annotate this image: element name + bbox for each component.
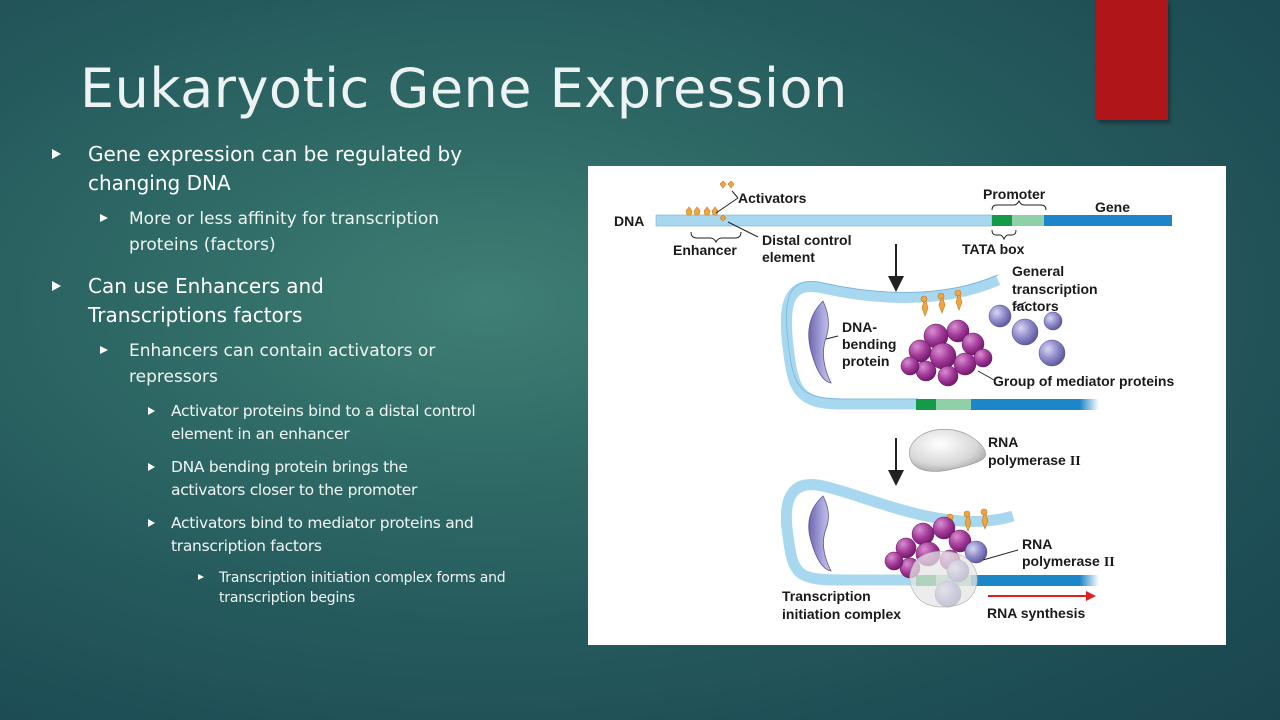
distal-leader-line xyxy=(727,221,759,238)
bullet-text: Can use Enhancers and Transcriptions fac… xyxy=(88,274,324,327)
bent-dna-strand xyxy=(780,274,1001,410)
dna-bending-protein-shape-3 xyxy=(808,495,832,572)
rna-polymerase-bound xyxy=(909,551,978,608)
label-tic-2: initiation complex xyxy=(782,606,901,622)
label-dna: DNA xyxy=(614,213,644,229)
panel-initiation-complex: RNA polymerase II Transcription initiatio… xyxy=(780,479,1115,622)
bending-leader-line xyxy=(825,335,839,340)
tata-box-region-2 xyxy=(916,399,936,410)
activator-leader-line-2 xyxy=(715,197,739,214)
label-rnapol-roman: II xyxy=(1070,454,1081,469)
bent-dna-strand-3 xyxy=(780,479,1015,586)
bullet-arrow-icon xyxy=(100,214,108,222)
bullet-text: DNA bending protein brings the activator… xyxy=(171,458,418,499)
tata-box-region xyxy=(992,215,1012,226)
label-distal-2: element xyxy=(762,249,815,265)
tata-bracket xyxy=(991,229,1017,241)
label-rnapol2-1: RNA xyxy=(1022,536,1052,552)
bullet-arrow-icon xyxy=(100,346,108,354)
gene-region-3 xyxy=(971,575,1099,586)
bullet-arrow-icon xyxy=(148,519,155,527)
red-accent-bar xyxy=(1096,0,1168,120)
bullet-level1: Gene expression can be regulated by chan… xyxy=(50,140,510,198)
gene-region xyxy=(1044,215,1172,226)
promoter-bracket xyxy=(991,199,1047,211)
bullet-level3: Activators bind to mediator proteins and… xyxy=(50,512,481,558)
mediator-protein-cluster xyxy=(900,319,993,387)
label-dna-bending-3: protein xyxy=(842,353,889,369)
label-rnapol-2: polymerase xyxy=(988,452,1066,468)
label-rnapol2-roman: II xyxy=(1104,555,1115,570)
label-rna-synthesis: RNA synthesis xyxy=(987,605,1086,621)
general-transcription-factors xyxy=(988,304,1066,367)
dna-bending-protein-shape xyxy=(808,300,832,384)
bullet-level3: Activator proteins bind to a distal cont… xyxy=(50,400,481,446)
rna-polymerase-free: RNA polymerase II xyxy=(909,428,1081,472)
panel-bent-dna: DNA- bending protein General transcripti… xyxy=(780,263,1174,410)
activator-proteins xyxy=(685,180,735,222)
bullet-text: Activator proteins bind to a distal cont… xyxy=(171,402,476,443)
bullet-level2: More or less affinity for transcription … xyxy=(50,206,509,258)
label-enhancer: Enhancer xyxy=(673,242,737,258)
bullet-level4: Transcription initiation complex forms a… xyxy=(50,568,509,608)
bound-activators xyxy=(920,289,963,317)
bullet-text: Transcription initiation complex forms a… xyxy=(219,570,506,606)
mediator-leader-line xyxy=(977,370,995,381)
enhancer-bracket xyxy=(690,231,742,244)
promoter-region xyxy=(1012,215,1044,226)
label-activators: Activators xyxy=(738,190,807,206)
label-gtf-2: transcription xyxy=(1012,281,1098,297)
gene-expression-figure: Activators DNA Enhancer Distal control e… xyxy=(588,166,1226,645)
bullet-arrow-icon xyxy=(148,407,155,415)
bullet-text: Enhancers can contain activators or repr… xyxy=(129,341,436,387)
slide-title: Eukaryotic Gene Expression xyxy=(80,57,848,120)
promoter-region-2 xyxy=(936,399,971,410)
bullet-text: Gene expression can be regulated by chan… xyxy=(88,142,463,195)
activator-leader-line xyxy=(731,190,739,199)
bullet-text: Activators bind to mediator proteins and… xyxy=(171,514,474,555)
label-gtf-3: factors xyxy=(1012,298,1059,314)
dna-strand xyxy=(655,214,993,227)
label-rnapol2-line2: polymerase II xyxy=(1022,553,1115,570)
label-dna-bending-2: bending xyxy=(842,336,896,352)
bullet-arrow-icon xyxy=(148,463,155,471)
label-rnapol-line2: polymerase II xyxy=(988,452,1081,469)
label-rnapol2-2: polymerase xyxy=(1022,553,1100,569)
label-rnapol-1: RNA xyxy=(988,434,1018,450)
bullet-level1: Can use Enhancers and Transcriptions fac… xyxy=(50,272,418,330)
label-gtf-1: General xyxy=(1012,263,1064,279)
bullet-level2: Enhancers can contain activators or repr… xyxy=(50,338,489,390)
label-distal-1: Distal control xyxy=(762,232,851,248)
label-gene: Gene xyxy=(1095,199,1130,215)
rna-polymerase-shape xyxy=(909,428,986,472)
label-dna-bending-1: DNA- xyxy=(842,319,877,335)
label-mediator: Group of mediator proteins xyxy=(993,373,1174,389)
bullet-level3: DNA bending protein brings the activator… xyxy=(50,456,481,502)
bullet-arrow-icon xyxy=(52,281,61,291)
label-tata-box: TATA box xyxy=(962,241,1025,257)
rna-synthesis-arrowhead-icon xyxy=(1086,591,1096,601)
gtf-leader-line xyxy=(1013,301,1027,309)
bullet-arrow-icon xyxy=(52,149,61,159)
label-promoter: Promoter xyxy=(983,186,1046,202)
gene-region-2 xyxy=(971,399,1099,410)
diagram-svg: Activators DNA Enhancer Distal control e… xyxy=(614,180,1174,622)
bullet-arrow-icon xyxy=(198,574,204,580)
label-tic-1: Transcription xyxy=(782,588,871,604)
bent-dna-edge xyxy=(786,274,999,400)
bullet-text: More or less affinity for transcription … xyxy=(129,209,440,255)
panel-linear-dna: Activators DNA Enhancer Distal control e… xyxy=(614,180,1172,265)
rnapol2-leader-line xyxy=(982,549,1019,561)
bullet-list: Gene expression can be regulated by chan… xyxy=(50,140,510,608)
